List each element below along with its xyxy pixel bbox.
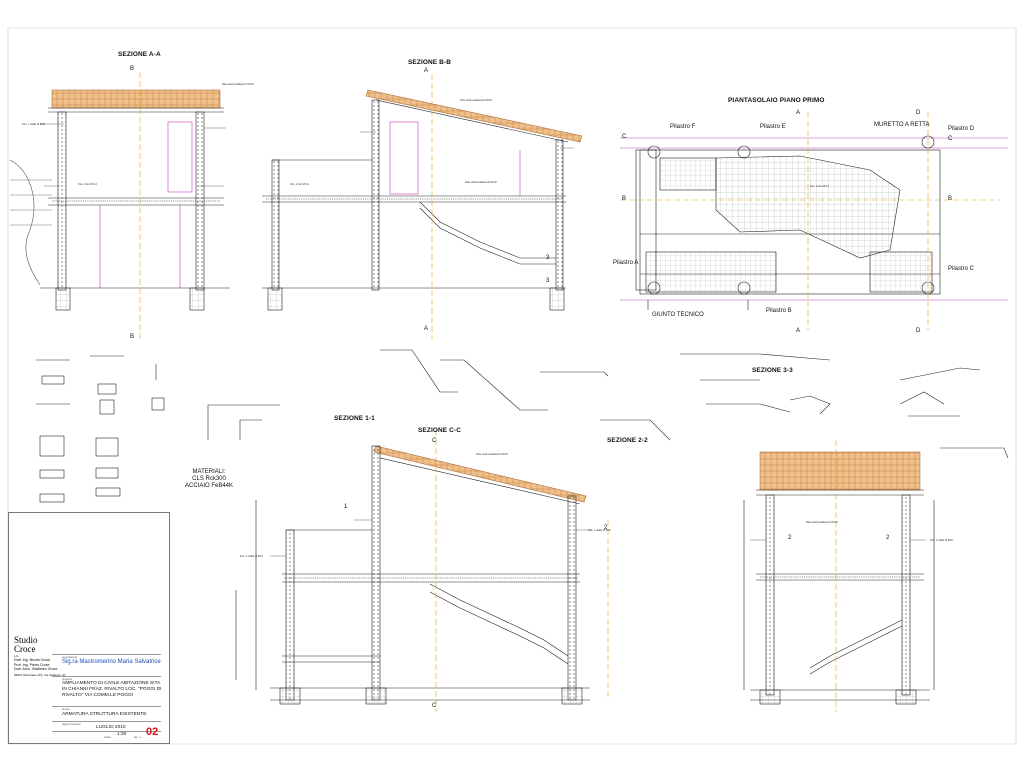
section-cc-drawing [235,430,609,712]
marker-c: C [432,438,437,444]
marker-2: 2 [886,535,890,541]
materials-note: MATERIALI: CLS Rck300 ACCIAIO FeB44K [170,469,248,490]
sheet-caption: tav. n. [134,735,142,739]
section-aa-title: SEZIONE A-A [118,51,161,58]
marker-c: C [432,703,437,709]
section-33-title: SEZIONE 3-3 [752,367,793,374]
rebar-note: Rete elettrosaldata Ø 10/20 [465,181,497,184]
client-caption: committente [62,655,78,659]
retaining-wall-label: MURETTO A RETTA [874,122,930,128]
marker-2: 2 [788,535,792,541]
marker-3: 3 [546,278,550,284]
engineer-name: Prof. Ing. Pietro Croce [14,662,50,667]
engineer-name: Dott. Arch. Vladimiro Croce [14,667,58,672]
marker-d: D [916,110,921,116]
floor-plan-drawing [620,112,1008,330]
studio-name: Croce [14,644,36,654]
marker-2: 2 [604,525,608,531]
section-bb-title: SEZIONE B-B [408,59,451,66]
marker-c: C [948,136,953,142]
sheet-number: 02 [146,726,159,738]
date-value: LUGLIO 2010 [96,725,126,730]
marker-a: A [424,68,429,74]
technical-joint-label: GIUNTO TECNICO [652,312,704,318]
plan-title: PIANTASOLAIO PIANO PRIMO [728,97,825,104]
scale-value: 1:20 [117,732,127,737]
rebar-note: Rete elettrosaldata Ø 10/20 [806,521,838,524]
rebar-note: Rete elettrosaldata Ø 10/20 [222,83,254,86]
scale-caption: scala [104,735,111,739]
engineer-name: Dott. Ing. Nicola Croce [14,658,51,662]
studio-logo: Studio Croce s.r.l. Dott. Ing. Nicola Cr… [14,636,66,678]
title-block-divider [52,676,161,677]
leader-lines [40,123,926,557]
marker-b: B [130,334,135,340]
materials-line: MATERIALI: [192,469,226,475]
rebar-note: Pos. 1 staffe Ø 8/20 [22,123,45,126]
title-block-divider [52,706,161,707]
section-22-drawing [743,440,935,712]
section-11-title: SEZIONE 1-1 [334,415,375,422]
rebar-note: Rete elettrosaldata Ø 10/20 [476,453,508,456]
rebar-note: Pos. 3 ferri Ø 14 [810,185,829,188]
project-line: RIVALTO" VIA COMM.LE POGGI [62,693,134,698]
date-caption: aggiornamento [62,722,81,726]
drawing-caption: tavola [62,707,70,711]
project-caption: progetto [62,677,73,681]
rebar-note: Pos. 1 staffe Ø 8/20 [588,529,611,532]
pillar-d-label: Pilastro D [948,126,975,132]
project-line: AMPLIAMENTO DI CIVILE ABITAZIONE SITA [62,681,161,686]
client-name: Sig.ra Mastromerino Maria Salvatrice [62,659,161,665]
marker-d: D [916,328,921,334]
marker-b: B [948,196,953,202]
marker-b: B [622,196,627,202]
marker-3: 3 [546,255,550,261]
title-block-divider [52,654,161,655]
pillar-e-label: Pilastro E [760,124,786,130]
project-line: IN CHIANNI FRAZ. RIVALTO LOC. "POGGI DI [62,687,162,692]
marker-a: A [796,328,801,334]
section-aa-drawing [9,72,230,340]
marker-a: A [424,326,429,332]
pillar-c-label: Pilastro C [948,266,975,272]
title-block-divider [52,721,161,722]
section-22-title: SEZIONE 2-2 [607,437,648,444]
title-block [8,512,170,744]
rebar-note: Pos. 4 staffe Ø 8/15 [240,555,263,558]
studio-address: 56010 Ghezzano (PI), via Carducci, 47 [14,672,66,677]
pillar-a-label: Pilastro A [613,260,639,266]
marker-c: C [622,134,627,140]
rebar-note: Pos. 1 staffe Ø 8/20 [930,539,953,542]
title-block-divider [52,731,161,732]
materials-line: ACCIAIO FeB44K [184,483,234,489]
marker-a: A [796,110,801,116]
section-cc-title: SEZIONE C-C [418,427,461,434]
studio-suffix: s.r.l. [14,654,20,658]
materials-line: CLS Rck300 [192,476,226,482]
rebar-details [36,349,1009,503]
rebar-note: Pos. 2 ferri Ø 12 [78,183,97,186]
section-bb-drawing [262,74,583,340]
pillar-f-label: Pilastro F [670,124,696,130]
studio-name: Studio [14,635,38,645]
pillar-b-label: Pilastro B [766,308,792,314]
rebar-note: Pos. 2 ferri Ø 12 [290,183,309,186]
rebar-note: Rete elettrosaldata Ø 10/20 [460,99,492,102]
marker-b: B [130,66,135,72]
drawing-title: ARMATURA STRUTTURA ESISTENTE [62,712,147,717]
marker-1: 1 [344,504,348,510]
